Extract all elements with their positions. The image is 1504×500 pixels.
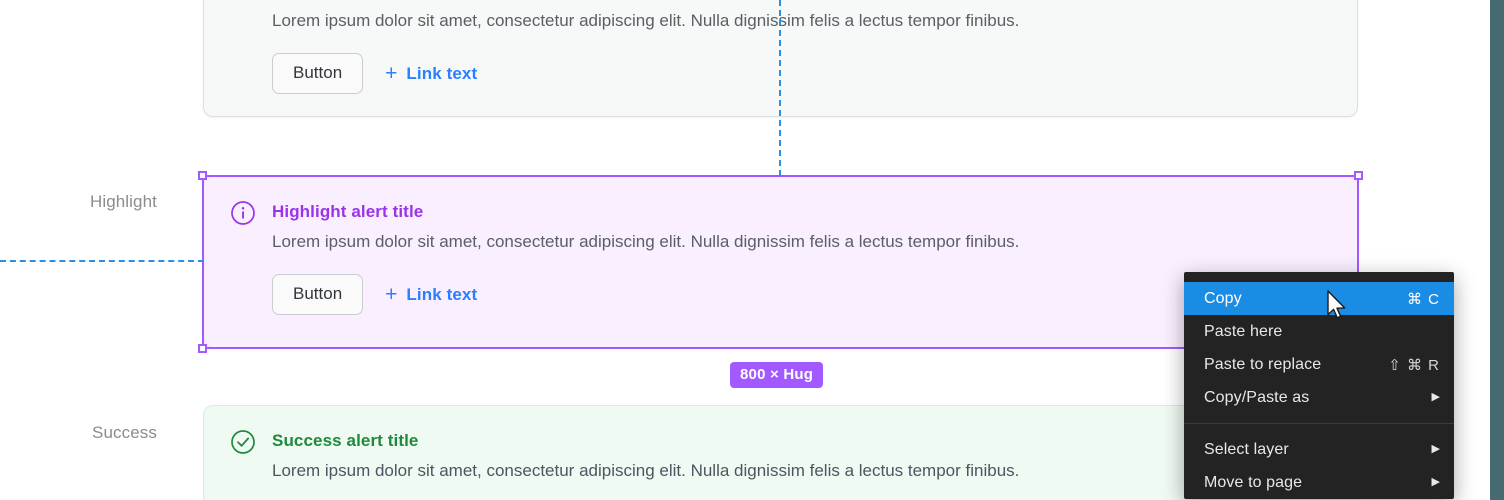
context-menu-item-label: Paste to replace (1204, 355, 1322, 373)
row-label-highlight: Highlight (89, 192, 157, 211)
alert-title: Highlight alert title (272, 202, 424, 221)
alert-inner: Lorem ipsum dolor sit amet, consectetur … (204, 0, 1357, 120)
alert-body-text: Lorem ipsum dolor sit amet, consectetur … (272, 461, 1020, 480)
plus-icon: + (385, 61, 398, 85)
info-circle-icon (230, 200, 256, 226)
alert-link[interactable]: + Link text (385, 61, 478, 85)
context-menu-item[interactable]: Paste to replace ⇧ ⌘ R (1184, 348, 1454, 381)
context-menu-item[interactable]: Copy/Paste as ▶ (1184, 381, 1454, 414)
context-menu-item[interactable]: Move to page ▶ (1184, 466, 1454, 499)
context-menu-item[interactable]: Paste here (1184, 315, 1454, 348)
alert-card-highlight[interactable]: Highlight alert title Lorem ipsum dolor … (203, 176, 1358, 348)
check-circle-icon (230, 429, 256, 455)
submenu-arrow-icon: ▶ (1431, 391, 1440, 403)
alert-header: Highlight alert title (230, 199, 1331, 226)
context-menu-item-label: Paste here (1204, 322, 1283, 340)
alert-button[interactable]: Button (272, 274, 364, 315)
alignment-guide-vertical (779, 0, 781, 176)
alert-button[interactable]: Button (272, 53, 364, 94)
mouse-cursor-icon (1326, 290, 1348, 322)
row-label-success: Success (92, 423, 157, 442)
alert-inner: Success alert title Lorem ipsum dolor si… (204, 406, 1357, 500)
selection-size-badge: 800 × Hug (730, 362, 824, 388)
window-edge-strip (1490, 0, 1504, 500)
alert-body-text: Lorem ipsum dolor sit amet, consectetur … (272, 11, 1020, 30)
alert-link-label: Link text (406, 63, 478, 83)
context-menu-separator (1184, 423, 1454, 424)
alert-header: Success alert title (230, 428, 1331, 455)
context-menu-item-label: Move to page (1204, 473, 1303, 491)
alert-title: Success alert title (272, 431, 419, 450)
context-menu-item-shortcut: ⌘ C (1407, 290, 1440, 308)
alert-link-label: Link text (406, 284, 478, 304)
alert-body-text: Lorem ipsum dolor sit amet, consectetur … (272, 232, 1020, 251)
plus-icon: + (385, 282, 398, 306)
alert-card-success: Success alert title Lorem ipsum dolor si… (203, 405, 1358, 500)
alert-actions: Button + Link text (272, 274, 1331, 315)
context-menu-item[interactable]: Copy ⌘ C (1184, 282, 1454, 315)
context-menu-item-shortcut: ⇧ ⌘ R (1388, 356, 1440, 374)
context-menu-item-label: Select layer (1204, 440, 1289, 458)
alert-actions: Button + Link text (272, 53, 1331, 94)
submenu-arrow-icon: ▶ (1431, 443, 1440, 455)
submenu-arrow-icon: ▶ (1431, 476, 1440, 488)
context-menu-item-label: Copy (1204, 289, 1242, 307)
context-menu-item[interactable]: Select layer ▶ (1184, 433, 1454, 466)
alert-inner: Highlight alert title Lorem ipsum dolor … (204, 177, 1357, 341)
context-menu-item-label: Copy/Paste as (1204, 388, 1310, 406)
alignment-guide-horizontal (0, 260, 204, 262)
alert-link[interactable]: + Link text (385, 282, 478, 306)
